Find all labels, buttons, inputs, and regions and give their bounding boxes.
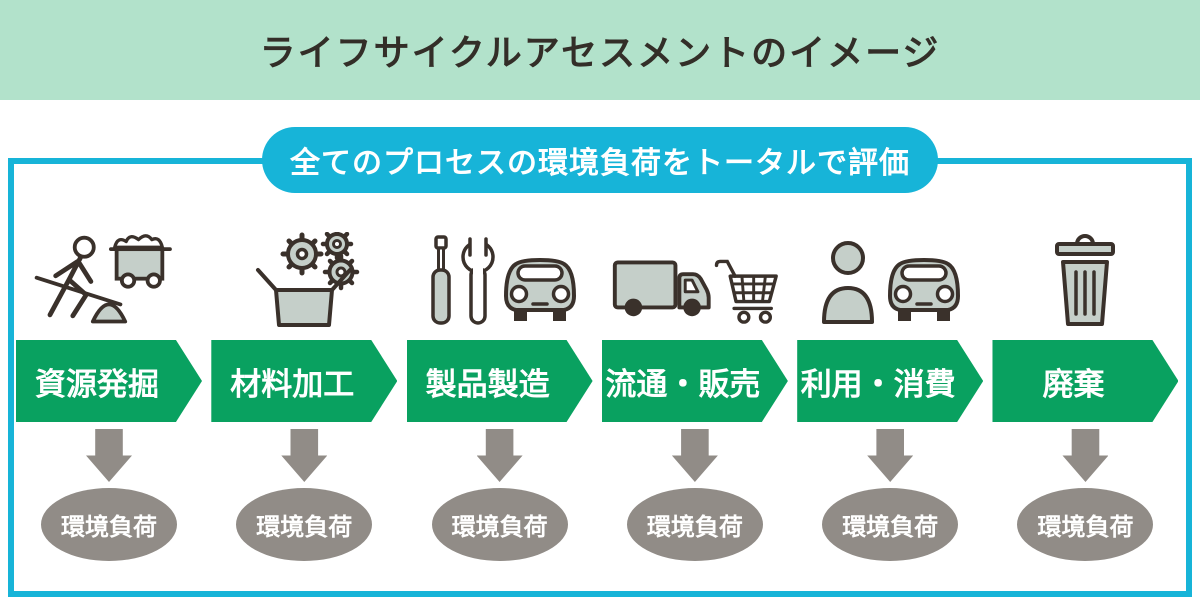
process-arrow: 材料加工 [211,340,398,422]
impact-label: 環境負荷 [842,514,939,541]
down-arrow-icon [867,429,914,482]
impact-bubble: 環境負荷 [431,488,568,561]
step-disposal: 廃棄 環境負荷 [990,164,1185,591]
down-arrow-icon [476,429,523,482]
impact-bubble: 環境負荷 [41,488,177,561]
process-label: 利用・消費 [800,366,956,402]
truck-shopping-cart-icon [602,232,788,332]
person-car-icon [797,232,983,332]
impact-label: 環境負荷 [256,514,353,541]
step-product-manufacturing: 製品製造 環境負荷 [405,164,600,591]
process-arrow: 製品製造 [406,340,593,422]
impact-label: 環境負荷 [61,514,157,541]
impact-bubble: 環境負荷 [822,488,959,561]
down-arrow-icon [281,429,328,482]
process-label: 製品製造 [425,366,550,402]
step-material-processing: 材料加工 環境負荷 [209,164,404,591]
impact-bubble: 環境負荷 [1017,488,1154,561]
process-arrow: 資源発掘 [16,340,202,422]
process-label: 材料加工 [230,366,355,402]
title-banner: ライフサイクルアセスメントのイメージ [0,0,1200,100]
down-arrow-icon [86,429,132,482]
page-title: ライフサイクルアセスメントのイメージ [259,32,941,73]
impact-bubble: 環境負荷 [236,488,373,561]
impact-bubble: 環境負荷 [626,488,763,561]
down-arrow-icon [671,429,718,482]
process-arrow: 利用・消費 [797,340,984,422]
step-use-consumption: 利用・消費 環境負荷 [795,164,990,591]
process-label: 流通・販売 [605,366,761,402]
process-label: 廃棄 [1042,366,1105,402]
process-arrow: 流通・販売 [601,340,788,422]
down-arrow-icon [1062,429,1109,482]
impact-label: 環境負荷 [1037,514,1134,541]
process-label: 資源発掘 [35,366,159,402]
box-gears-icon [211,232,397,332]
process-arrow: 廃棄 [992,340,1179,422]
evaluation-banner-label: 全てのプロセスの環境負荷をトータルで評価 [290,147,910,180]
process-steps: 資源発掘 環境負荷 [14,164,1186,591]
evaluation-banner: 全てのプロセスの環境負荷をトータルで評価 [262,127,938,193]
tools-car-icon [407,232,593,332]
trash-can-icon [992,232,1178,332]
mining-person-cart-icon [16,232,202,332]
step-resource-extraction: 資源発掘 環境負荷 [14,164,209,591]
impact-label: 環境負荷 [451,514,548,541]
impact-label: 環境負荷 [646,514,743,541]
step-distribution-sales: 流通・販売 環境負荷 [600,164,795,591]
